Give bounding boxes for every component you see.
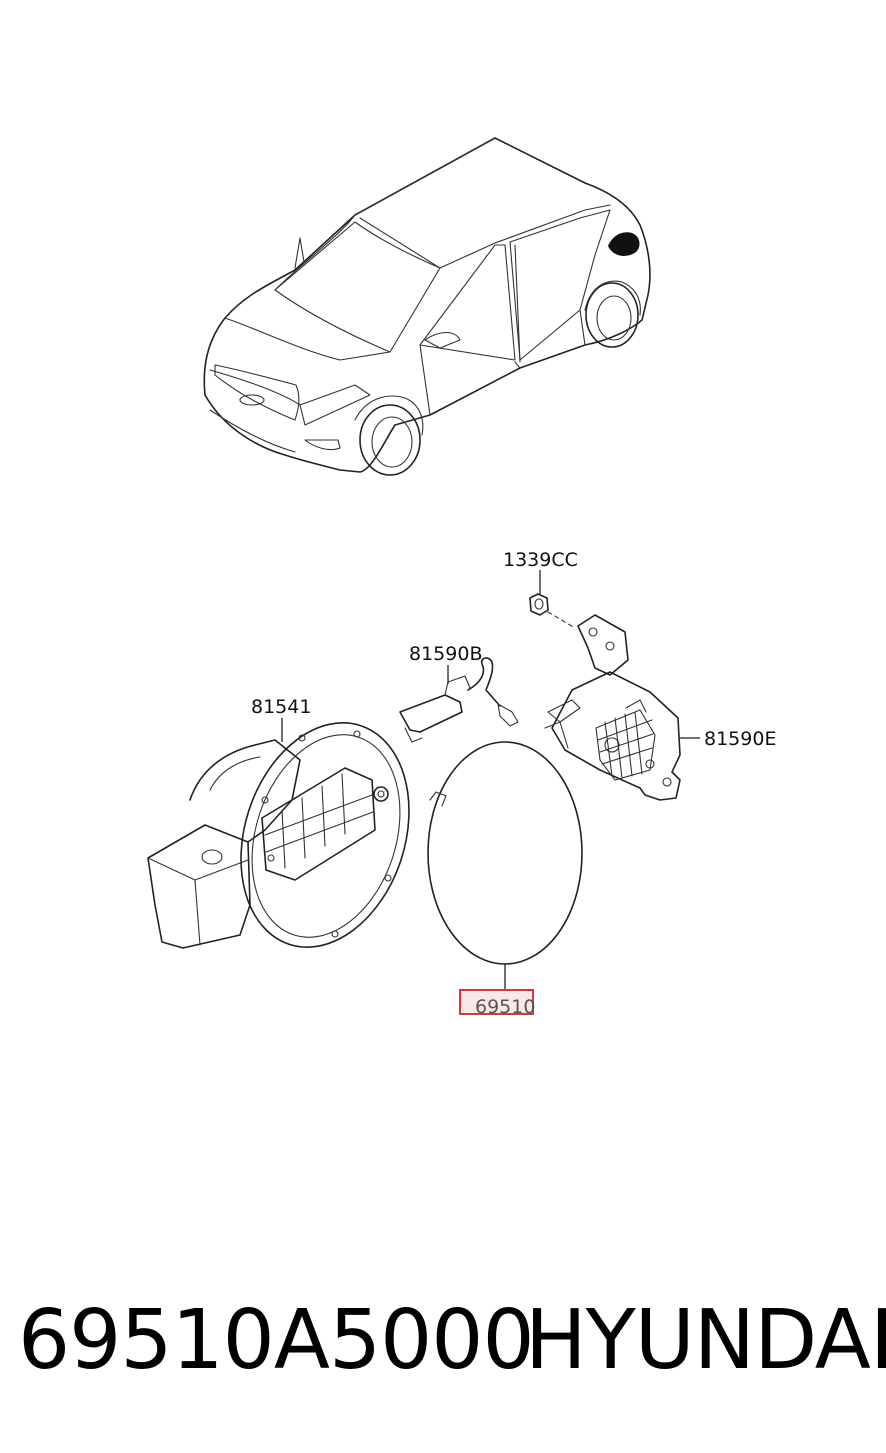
part-number: 69510A5000: [18, 1293, 535, 1388]
label-69510: 69510: [475, 996, 535, 1018]
brand-name: HYUNDAI: [525, 1293, 886, 1388]
nut-part: [529, 570, 576, 629]
label-1339cc: 1339CC: [503, 549, 578, 571]
cable-part: [399, 657, 519, 743]
actuator-part: [544, 614, 700, 801]
label-81590b: 81590B: [409, 643, 482, 665]
fuel-door-part: [427, 741, 583, 990]
label-81590e: 81590E: [704, 728, 776, 750]
label-81541: 81541: [251, 696, 311, 718]
car-illustration: [203, 137, 651, 476]
highlight-box: [459, 989, 534, 1015]
filler-housing-part: [147, 718, 410, 949]
